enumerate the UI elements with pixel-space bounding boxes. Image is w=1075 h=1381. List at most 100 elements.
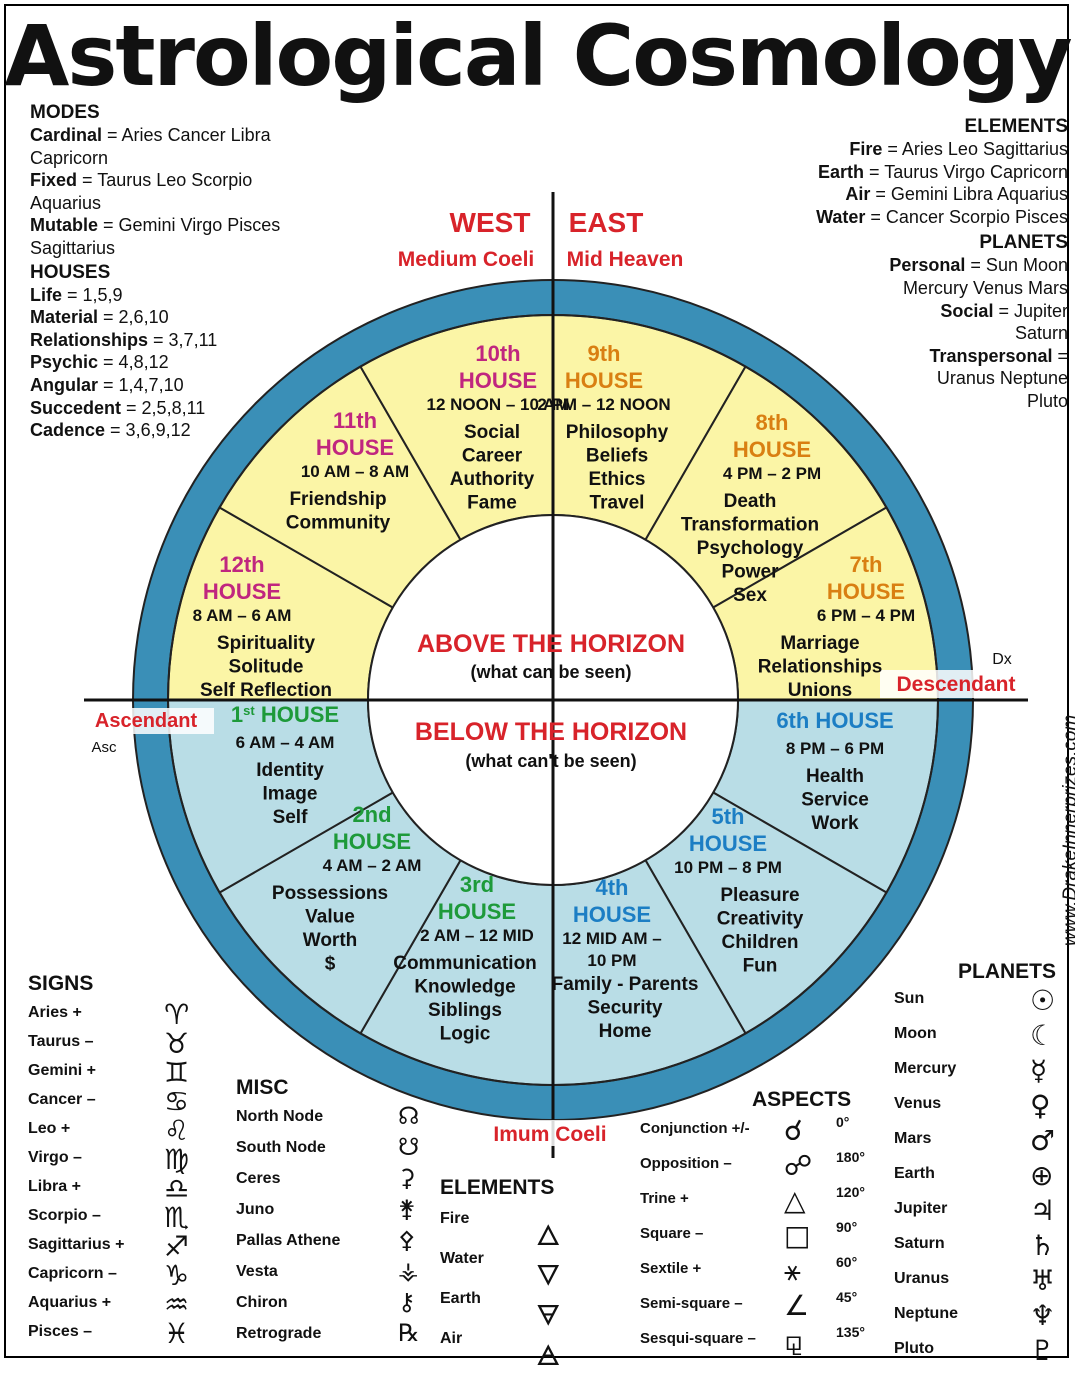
house-keyword: Logic [440, 1024, 491, 1045]
signs-item-name: Gemini + [28, 1062, 97, 1079]
aspects-heading: ASPECTS [752, 1088, 852, 1111]
aspects-item-name: Sesqui-square – [640, 1330, 756, 1347]
house-keyword: Self [273, 807, 309, 828]
signs-symbol-icon: ♉ [164, 1027, 190, 1060]
planets-item-name: Mars [894, 1130, 932, 1147]
house-keyword: Relationships [758, 657, 883, 678]
mode-line: Aquarius [30, 192, 360, 215]
house-keyword: Friendship [289, 489, 386, 510]
house-group-value: = 3,6,9,12 [105, 420, 191, 441]
house-word: HOUSE [565, 368, 643, 393]
aspect-degree: 90° [836, 1219, 858, 1235]
planets-symbol-icon: ♆ [1030, 1299, 1056, 1332]
mode-value: Capricorn [30, 147, 109, 168]
house-keyword: Value [305, 907, 355, 928]
below-horizon-title: BELOW THE HORIZON [415, 718, 687, 746]
aspect-degree: 120° [836, 1184, 865, 1200]
house-keyword: Solitude [229, 657, 304, 678]
planets-item-name: Saturn [894, 1235, 945, 1252]
house-group-key: Material [30, 307, 99, 328]
elems-item-name: Water [440, 1250, 484, 1267]
house-keyword: Health [806, 766, 864, 787]
element-group-key: Fire [849, 139, 883, 159]
house-keyword: Home [599, 1021, 652, 1042]
house-group-line: Life = 1,5,9 [30, 284, 360, 307]
house-time: 4 AM – 2 AM [323, 856, 422, 875]
planets-item-name: Uranus [894, 1270, 950, 1287]
planet-group-line: Personal = Sun Moon [720, 254, 1068, 277]
planets-heading: PLANETS [958, 960, 1057, 983]
misc-symbol-icon: ⚵ [398, 1195, 416, 1223]
house-word: HOUSE [255, 702, 339, 727]
house-word: HOUSE [438, 899, 516, 924]
elements-heading: ELEMENTS [964, 116, 1068, 137]
house-keyword: Spirituality [217, 633, 316, 654]
house-keyword: Philosophy [566, 422, 669, 443]
element-group-line: Earth = Taurus Virgo Capricorn [720, 161, 1068, 184]
house-keyword: $ [325, 954, 336, 975]
planets-item-name: Earth [894, 1165, 935, 1182]
planet-group-key: Transpersonal [929, 345, 1053, 366]
mode-line: Mutable = Gemini Virgo Pisces [30, 214, 360, 237]
mode-key: Fixed [30, 170, 78, 191]
aspect-degree: 60° [836, 1254, 858, 1270]
house-group-key: Angular [30, 374, 99, 395]
planet-group-value: Uranus Neptune [936, 368, 1068, 389]
misc-item-name: Retrograde [236, 1325, 322, 1342]
signs-symbol-icon: ♌ [164, 1114, 190, 1147]
aspect-degree: 0° [836, 1114, 850, 1130]
mode-value: = Aries Cancer Libra [102, 125, 271, 145]
east-label: EAST [569, 207, 644, 238]
signs-symbol-icon: ♊ [164, 1056, 190, 1089]
house-word: HOUSE [203, 579, 281, 604]
element-group-value: = Cancer Scorpio Pisces [865, 206, 1068, 227]
ascendant-glyph: Asc [91, 739, 117, 756]
house-keyword: Ethics [588, 469, 645, 490]
elems-item-name: Earth [440, 1290, 481, 1307]
aspects-item-name: Conjunction +/- [640, 1120, 750, 1137]
planets-symbol-icon: ♇ [1030, 1334, 1056, 1367]
house-keyword: Authority [450, 469, 535, 490]
house-keyword: Marriage [780, 633, 859, 654]
ascendant-backdrop [86, 708, 214, 734]
aspects-symbol-icon: ☍ [784, 1149, 813, 1182]
house-number: 5th [712, 804, 745, 829]
misc-item-name: Juno [236, 1201, 275, 1218]
house-number: 4th [596, 875, 629, 900]
descendant-backdrop [880, 670, 1022, 698]
misc-symbol-icon: ⚶ [398, 1257, 419, 1285]
house-number: 6th HOUSE [776, 708, 893, 733]
descendant-glyph: Dx [992, 651, 1012, 668]
house-word: HOUSE [316, 435, 394, 460]
signs-item-name: Taurus – [28, 1033, 94, 1050]
mode-value: Sagittarius [30, 237, 116, 258]
aspects-item-name: Opposition – [640, 1155, 732, 1172]
signs-item-name: Aquarius + [28, 1294, 112, 1311]
house-word: HOUSE [689, 831, 767, 856]
aspects-symbol-icon: ⚹ [784, 1254, 801, 1287]
planet-group-value: = Sun Moon [965, 255, 1068, 276]
elems-symbol-icon: 🜂 [536, 1219, 561, 1252]
page-title: Astrological Cosmology [4, 7, 1072, 105]
house-keyword: Children [721, 932, 798, 953]
aspects-item-name: Square – [640, 1225, 704, 1242]
planets-item-name: Pluto [894, 1340, 934, 1357]
misc-item-name: Vesta [236, 1263, 278, 1280]
misc-symbol-icon: ⚳ [398, 1164, 416, 1192]
planets-symbol-icon: ☉ [1030, 984, 1056, 1017]
element-group-key: Air [845, 184, 871, 205]
house-group-value: = 4,8,12 [98, 352, 169, 373]
house-keyword: Worth [303, 930, 358, 951]
elems-symbol-icon: 🜃 [536, 1299, 561, 1332]
planets-item-name: Jupiter [894, 1200, 948, 1217]
above-horizon-subtitle: (what can be seen) [470, 662, 631, 682]
